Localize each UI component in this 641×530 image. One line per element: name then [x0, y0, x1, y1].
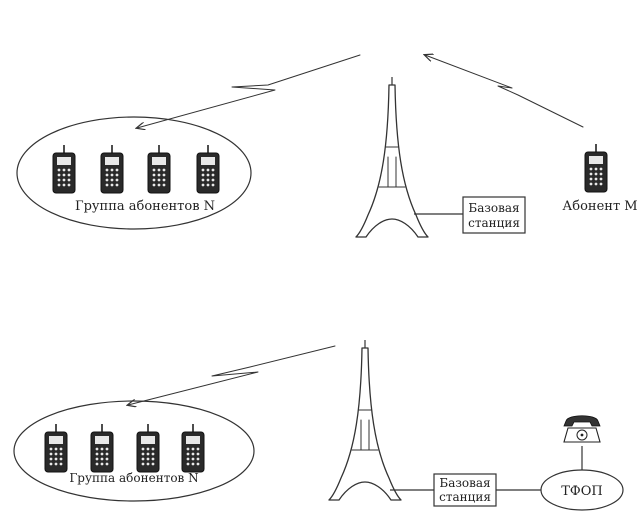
mobile-phone-icon	[52, 144, 76, 194]
lightning-link-icon	[128, 345, 336, 405]
mobile-phone-icon	[147, 144, 171, 194]
mobile-phone-icon	[196, 144, 220, 194]
top-scene: Группа абонентов N Базовая станция Абоне…	[16, 54, 638, 238]
group-label: Группа абонентов N	[75, 199, 215, 214]
pstn-label: ТФОП	[561, 484, 602, 499]
radio-tower-icon	[355, 76, 429, 238]
mobile-phone-icon	[100, 144, 124, 194]
base-station-label-line2: станция	[439, 490, 491, 504]
base-station-label-line2: станция	[468, 216, 520, 230]
telephone-icon	[563, 415, 601, 443]
base-station-label-line1: Базовая	[439, 476, 490, 490]
subscriber-m-label: Абонент M	[562, 199, 637, 214]
mobile-phone-icon	[136, 423, 160, 473]
mobile-phone-icon	[44, 423, 68, 473]
mobile-phone-icon	[181, 423, 205, 473]
bottom-scene: Группа абонентов N Базовая станция ТФОП	[13, 339, 624, 511]
mobile-phone-icon	[90, 423, 114, 473]
radio-tower-icon	[328, 339, 402, 501]
base-station-box	[462, 196, 526, 234]
subscriber-group-ellipse	[16, 116, 252, 230]
mobile-phone-icon	[584, 143, 608, 193]
lightning-link-icon	[137, 54, 361, 128]
group-label: Группа абонентов N	[69, 471, 198, 485]
base-station-label-line1: Базовая	[468, 201, 519, 215]
lightning-link-icon	[425, 55, 584, 128]
